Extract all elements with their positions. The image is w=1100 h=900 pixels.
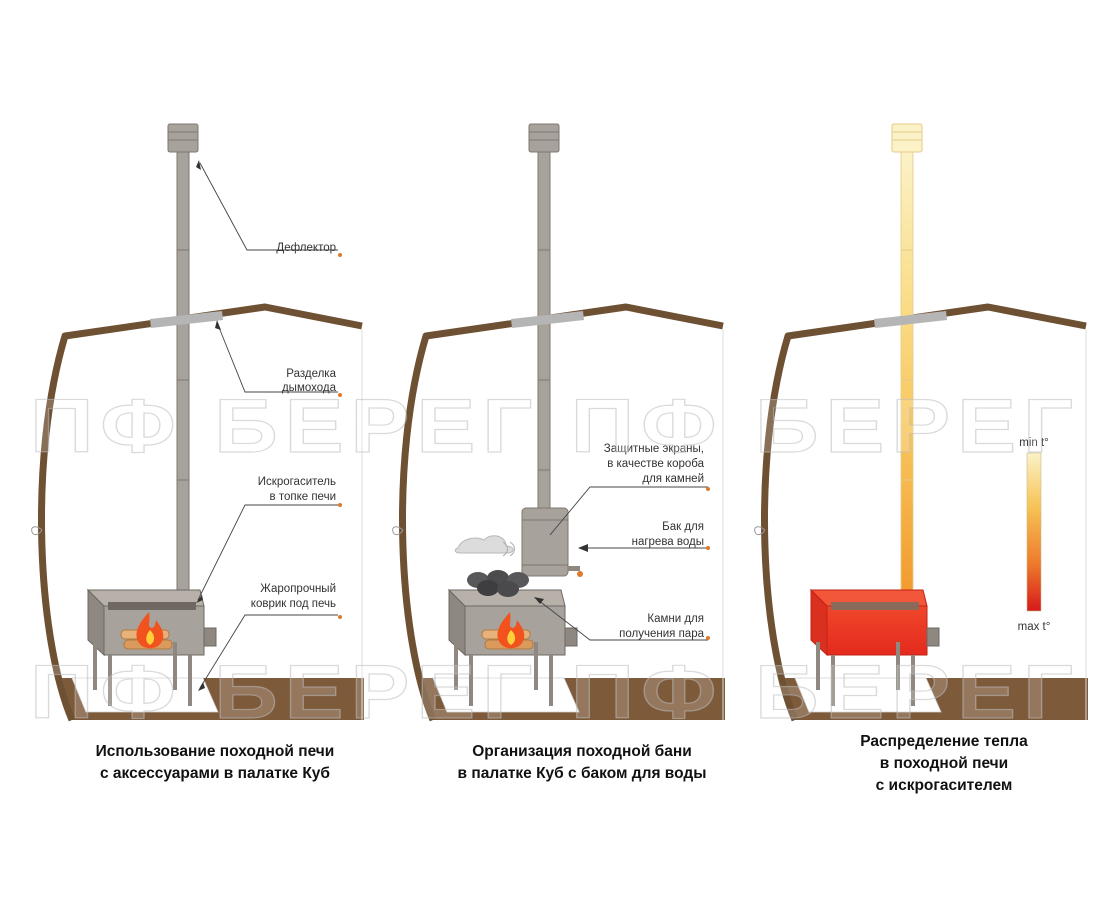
chimney-seal [874, 311, 947, 328]
stove [86, 588, 217, 706]
fire-icon [497, 612, 525, 649]
tent-wall [38, 303, 363, 722]
chimney-pipe [176, 149, 190, 596]
tent-tie [392, 526, 404, 536]
chimney-pipe-heat [900, 149, 914, 596]
fire-icon [136, 612, 164, 649]
label-deflector: Дефлектор [276, 242, 336, 254]
tent-tie [31, 526, 43, 536]
water-tank [521, 507, 583, 577]
watermark-line-1: ПФ БЕРЕГ ПФ БЕРЕГ [30, 384, 1080, 469]
watermark-line-2: ПФ БЕРЕГ ПФ БЕРЕГ [30, 650, 1080, 735]
stones [467, 570, 529, 597]
chimney-seal [511, 311, 584, 328]
deflector [528, 123, 560, 153]
stove [447, 570, 578, 706]
deflector [891, 123, 923, 153]
watermark: ПФ БЕРЕГ ПФ БЕРЕГ ПФ БЕРЕГ ПФ БЕРЕГ [29, 383, 1080, 735]
temperature-scale [1026, 452, 1042, 612]
chimney-seal [150, 311, 223, 328]
tent-wall [399, 303, 724, 722]
temperature-legend: min t° max t° [1018, 437, 1051, 633]
legend-min-label: min t° [1019, 437, 1049, 449]
steam-icon [454, 535, 514, 554]
deflector [167, 123, 199, 153]
stove-heat [809, 588, 940, 706]
legend-max-label: max t° [1018, 621, 1051, 633]
tent-tie [754, 526, 766, 536]
tent-wall [761, 303, 1087, 722]
